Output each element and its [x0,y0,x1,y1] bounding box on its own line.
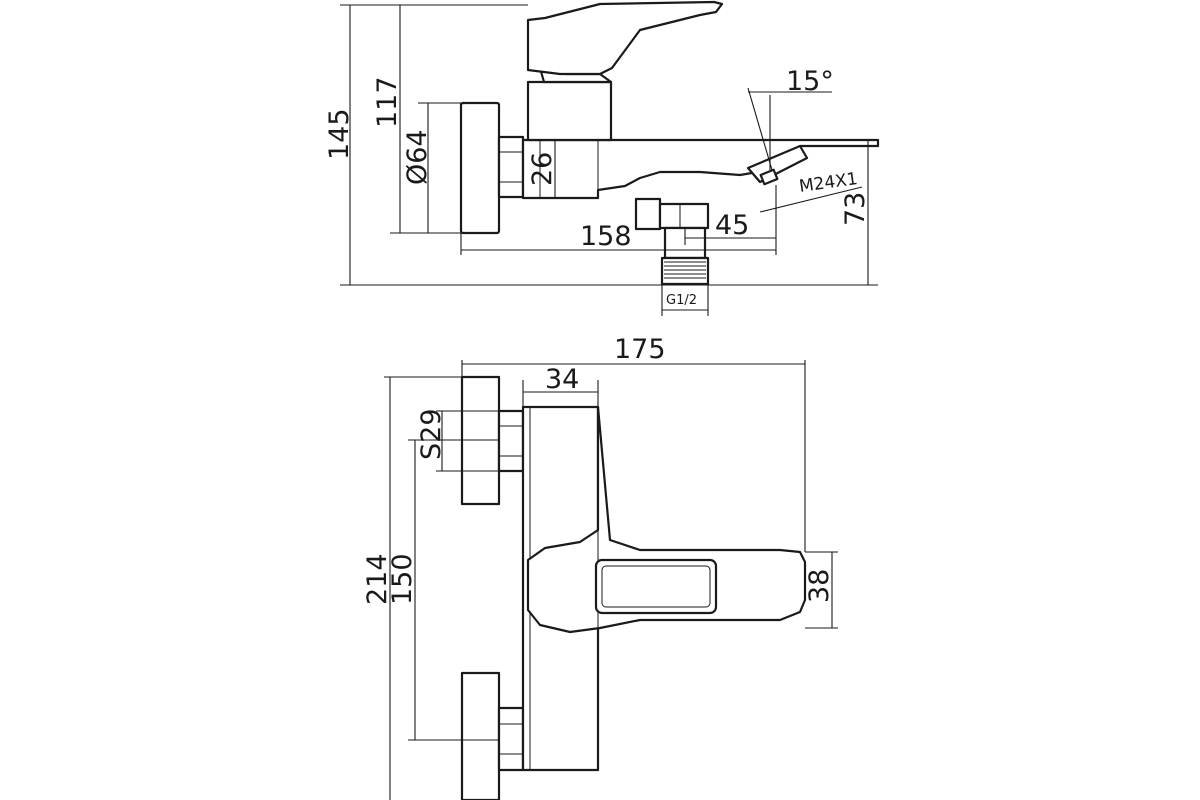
dim-g12-label: G1/2 [666,293,697,308]
dim-26-label: 26 [527,152,558,186]
dim-angle: 15° [747,66,834,171]
top-hex-nut-upper [497,409,525,473]
side-diverter-knob [634,197,710,231]
dim-150-label: 150 [387,553,418,605]
dim-158-label: 158 [580,221,632,252]
dim-38-label: 38 [804,569,835,603]
top-view: 175 34 S29 214 150 38 [362,334,838,800]
top-hex-nut-lower [497,706,525,772]
dim-s29-label: S29 [416,409,447,461]
side-view: 145 117 Ø64 26 15° M24X1 73 158 [324,0,880,316]
side-lever-handle [526,0,724,76]
dim-175-label: 175 [614,334,666,365]
dim-117-label: 117 [372,76,403,128]
dim-64-label: Ø64 [402,129,433,185]
dim-45-label: 45 [715,210,749,241]
dim-73-label: 73 [840,192,871,226]
dim-145-label: 145 [324,108,355,160]
dim-34-label: 34 [545,364,579,395]
top-wall-flange-lower [460,671,501,800]
side-hex-nut [497,135,525,199]
dim-214-label: 214 [362,553,393,605]
side-wall-flange [459,101,501,235]
dim-15-label: 15° [786,66,834,97]
side-cartridge-column [526,80,613,142]
